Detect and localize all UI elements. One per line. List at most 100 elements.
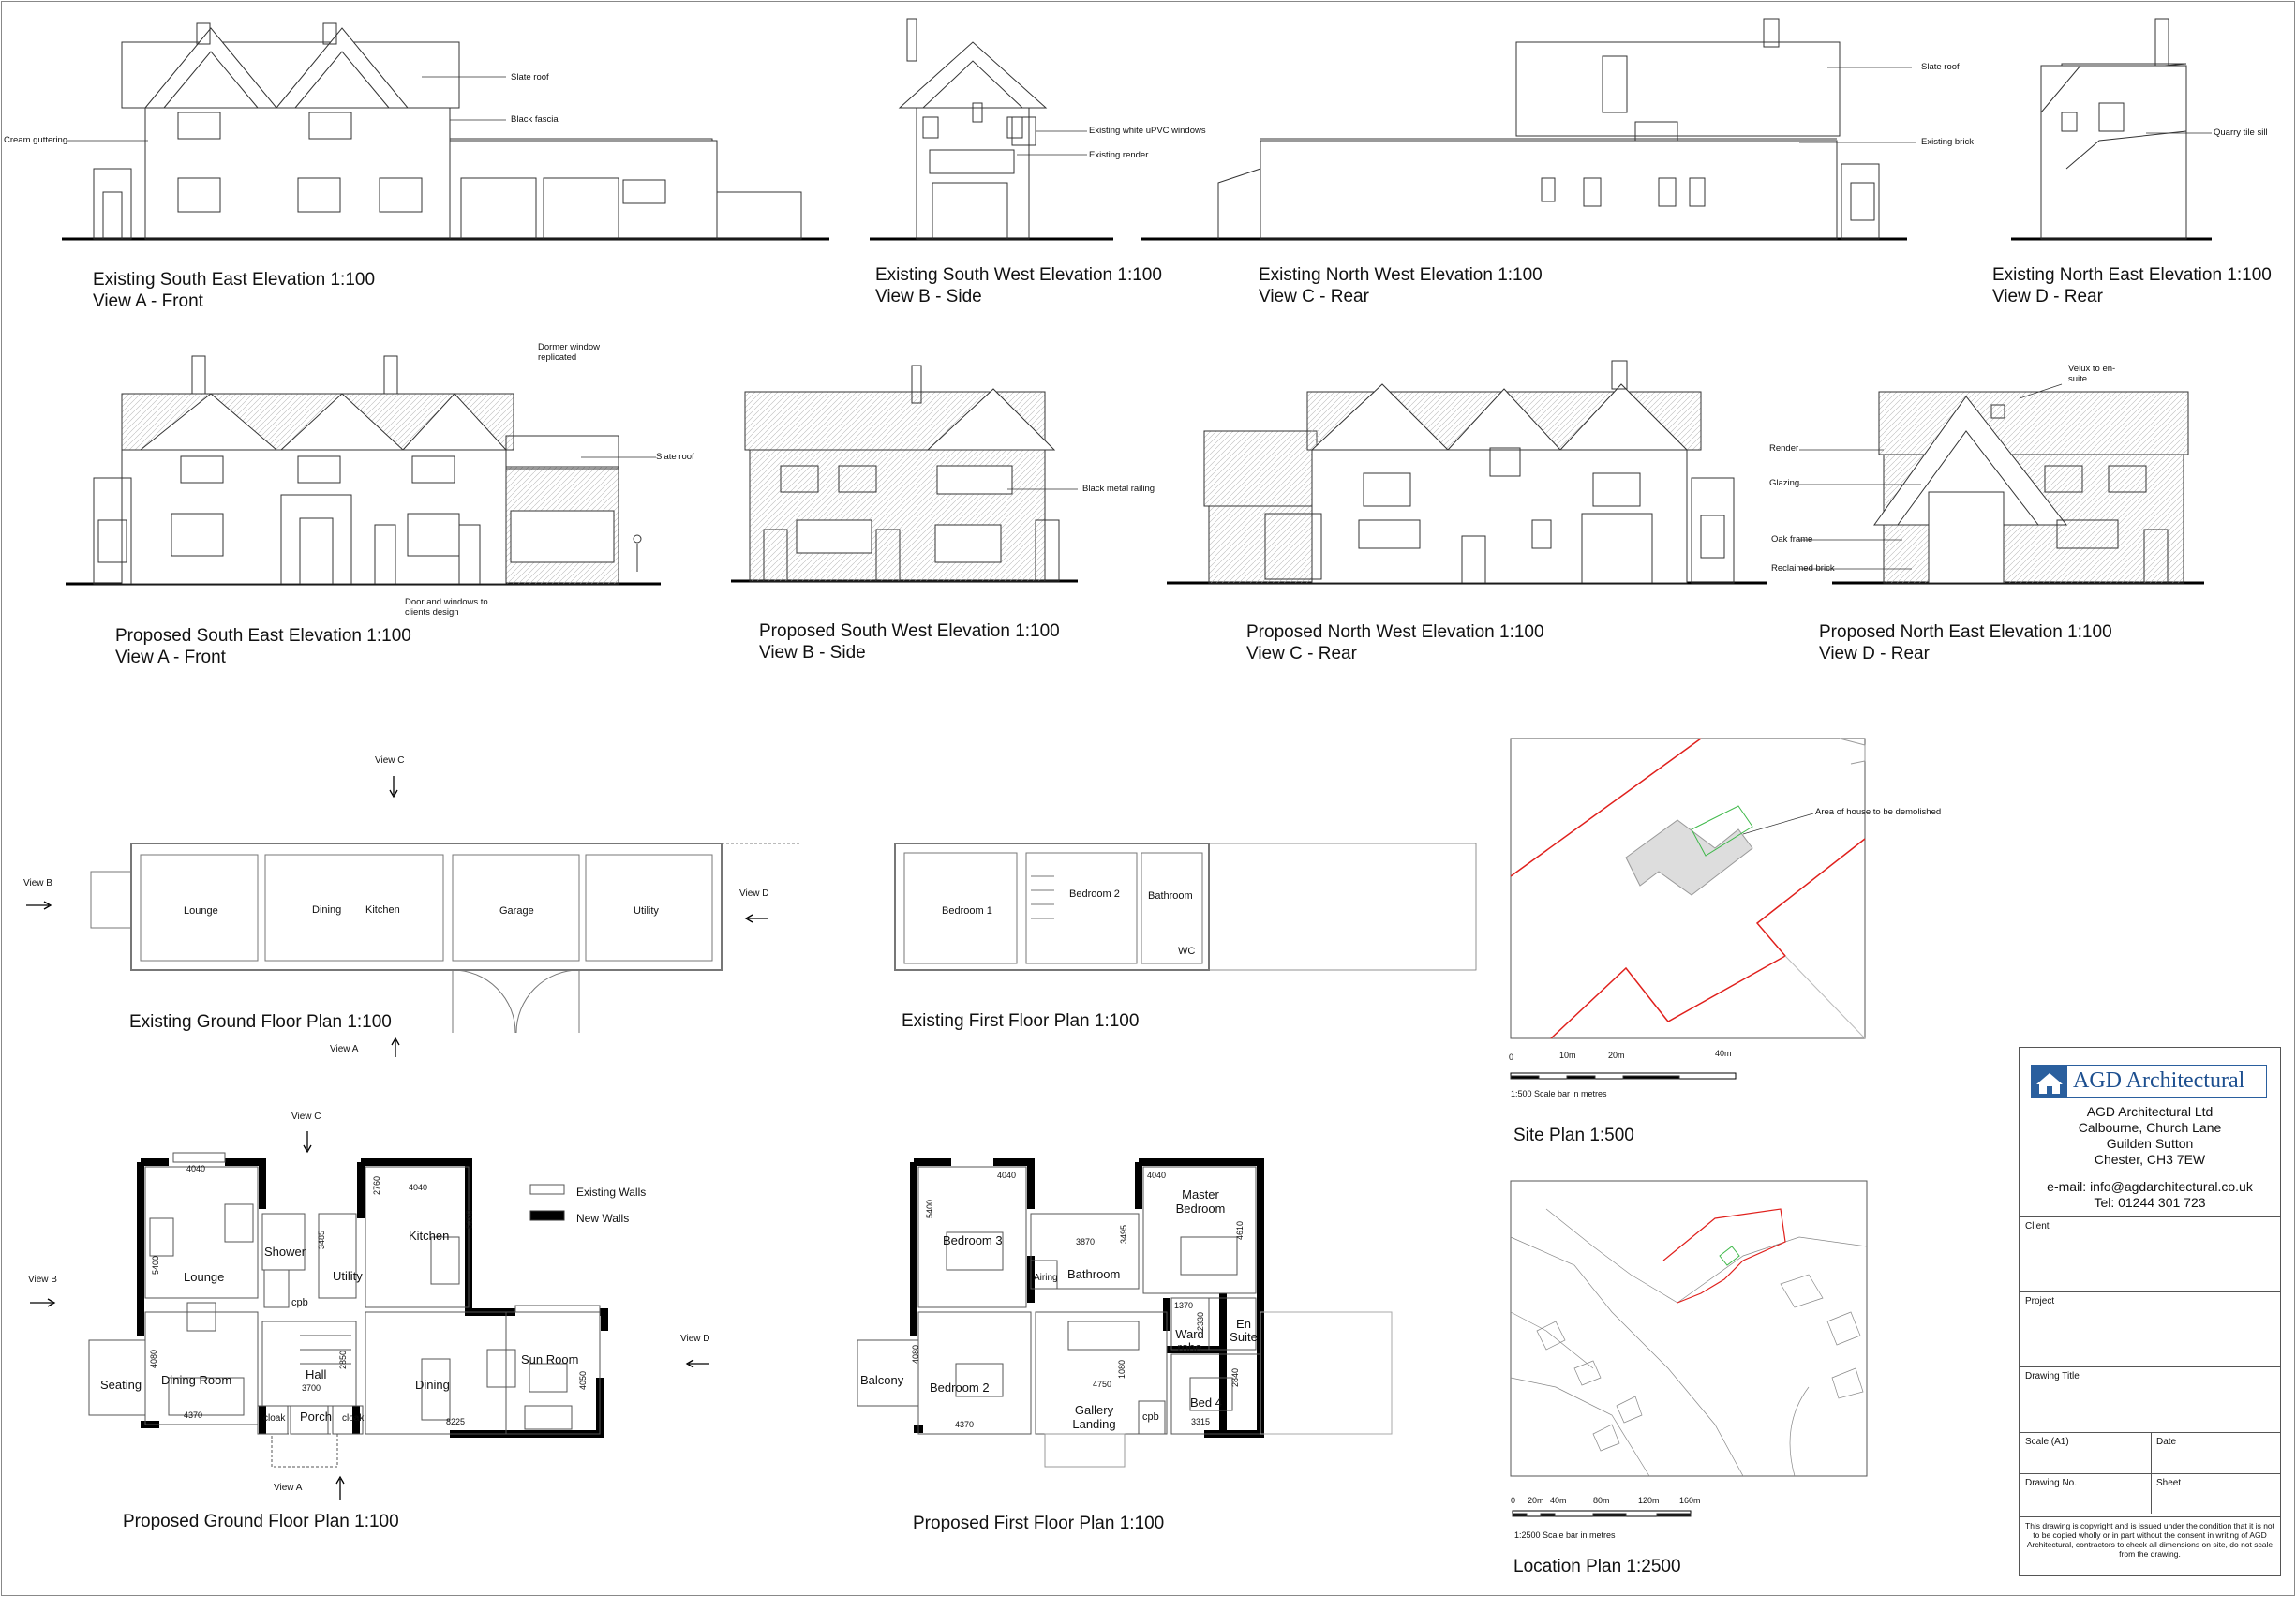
room-bed4: Bed 4 <box>1190 1396 1222 1410</box>
location-plan <box>1510 1180 1868 1477</box>
room-garage-existing: Garage <box>499 905 534 917</box>
dim-gf-3700: 3700 <box>302 1383 321 1393</box>
room-master-bedroom: Master Bedroom <box>1175 1187 1226 1216</box>
room-bedroom2: Bedroom 2 <box>930 1381 990 1395</box>
room-bedroom2-existing: Bedroom 2 <box>1069 888 1120 900</box>
note-existing-brick: Existing brick <box>1921 137 1974 147</box>
scale-label: Scale (A1) <box>2025 1437 2069 1447</box>
dim-gf-3485: 3485 <box>317 1230 327 1250</box>
dim-ff-4370: 4370 <box>955 1420 975 1429</box>
proposed-ground-floor-plan <box>88 1152 608 1468</box>
view-label-c-existing: View C <box>375 755 405 766</box>
existing-south-west-elevation <box>870 18 1113 241</box>
room-dining-existing: Dining <box>312 904 342 916</box>
view-label-b-existing: View B <box>23 878 52 888</box>
caption-title: Existing South West Elevation 1:100 <box>875 265 1162 285</box>
caption-existing-first-floor: Existing First Floor Plan 1:100 <box>902 1011 1140 1031</box>
existing-south-east-elevation <box>62 22 829 241</box>
caption-title: Proposed North East Elevation 1:100 <box>1819 622 2112 642</box>
dim-ff-4750: 4750 <box>1093 1380 1112 1389</box>
note-dormer: Dormer window replicated <box>538 342 600 363</box>
sheet-label: Sheet <box>2156 1478 2182 1488</box>
room-balcony: Balcony <box>860 1373 904 1387</box>
logo-text: AGD Architectural <box>2073 1068 2245 1093</box>
proposed-north-west-elevation <box>1167 360 1767 585</box>
note-black-fascia: Black fascia <box>511 114 559 125</box>
legend-new-walls: New Walls <box>576 1212 630 1225</box>
caption-title: Proposed South West Elevation 1:100 <box>759 621 1060 641</box>
note-existing-render: Existing render <box>1089 150 1149 160</box>
dim-gf-2760: 2760 <box>372 1175 382 1196</box>
caption-title: Existing South East Elevation 1:100 <box>93 270 376 290</box>
address-line-2: Guilden Sutton <box>2106 1136 2194 1151</box>
room-en-suite: En Suite <box>1230 1317 1258 1344</box>
caption-proposed-first-floor: Proposed First Floor Plan 1:100 <box>913 1514 1165 1533</box>
company-logo: AGD Architectural <box>2031 1065 2267 1098</box>
dim-gf-5280: 5280 <box>465 1209 475 1230</box>
drawing-title-label: Drawing Title <box>2025 1371 2080 1381</box>
existing-ground-floor-plan <box>90 843 801 1034</box>
site-scale-bar <box>1510 1072 1737 1080</box>
loc-scale-40m: 40m <box>1550 1496 1567 1505</box>
room-wc-existing: WC <box>1178 946 1196 957</box>
note-slate-roof: Slate roof <box>511 72 549 82</box>
note-reclaimed-brick: Reclaimed brick <box>1771 563 1835 574</box>
room-cloak-right: cloak <box>342 1413 365 1424</box>
proposed-south-west-elevation <box>731 365 1078 583</box>
title-block: AGD Architectural AGD Architectural Ltd … <box>2019 1047 2281 1576</box>
company-address: AGD Architectural Ltd Calbourne, Church … <box>2020 1104 2280 1211</box>
existing-first-floor-plan <box>894 843 1477 971</box>
room-dining-room: Dining Room <box>161 1373 232 1387</box>
room-dining: Dining <box>415 1378 450 1392</box>
caption-site-plan: Site Plan 1:500 <box>1513 1126 1634 1145</box>
dim-ff-1370: 1370 <box>1174 1301 1194 1310</box>
note-slate-roof-rear: Slate roof <box>1921 62 1960 72</box>
scale-date-row: Scale (A1) Date <box>2020 1432 2280 1474</box>
note-black-railing: Black metal railing <box>1082 484 1155 494</box>
dim-ff-3870: 3870 <box>1076 1237 1096 1246</box>
room-sun-room: Sun Room <box>521 1352 579 1366</box>
note-cream-guttering: Cream guttering <box>4 135 68 145</box>
proposed-south-east-elevation <box>66 355 661 586</box>
dim-gf-5400: 5400 <box>151 1255 161 1276</box>
site-scale-20m: 20m <box>1608 1051 1625 1060</box>
room-kitchen-existing: Kitchen <box>365 904 400 916</box>
dim-gf-4080: 4080 <box>149 1349 159 1369</box>
copyright-notice: This drawing is copyright and is issued … <box>2025 1521 2275 1559</box>
drawing-title-field: Drawing Title <box>2020 1366 2280 1433</box>
loc-scale-160m: 160m <box>1679 1496 1701 1505</box>
note-slate-roof-proposed: Slate roof <box>656 452 694 462</box>
dim-gf-4050: 4050 <box>578 1370 589 1391</box>
date-label: Date <box>2156 1437 2177 1447</box>
copyright-row: This drawing is copyright and is issued … <box>2020 1516 2280 1575</box>
room-airing: Airing <box>1034 1273 1058 1283</box>
note-glazing: Glazing <box>1769 478 1800 488</box>
drawing-no-sheet-row: Drawing No. Sheet <box>2020 1473 2280 1514</box>
dim-ff-2840: 2840 <box>1230 1367 1241 1388</box>
existing-north-west-elevation <box>1141 18 1916 241</box>
location-scale-bar <box>1512 1510 1692 1517</box>
note-quarry-tile-sill: Quarry tile sill <box>2214 127 2268 138</box>
loc-scale-20m: 20m <box>1528 1496 1544 1505</box>
room-hall: Hall <box>306 1367 327 1381</box>
dim-gf-4370: 4370 <box>184 1410 203 1420</box>
room-seating: Seating <box>100 1378 142 1392</box>
caption-view: View A - Front <box>93 291 203 311</box>
loc-scale-0: 0 <box>1511 1496 1516 1505</box>
client-field: Client <box>2020 1216 2280 1292</box>
dim-gf-8225: 8225 <box>446 1417 466 1426</box>
room-lounge-existing: Lounge <box>184 905 218 917</box>
room-utility-existing: Utility <box>634 905 659 917</box>
view-label-c-proposed: View C <box>291 1112 321 1122</box>
caption-view: View C - Rear <box>1259 287 1369 306</box>
dim-ff-4080: 4080 <box>911 1344 921 1365</box>
room-porch: Porch <box>300 1410 332 1424</box>
dim-ff-4040b: 4040 <box>1147 1171 1167 1180</box>
